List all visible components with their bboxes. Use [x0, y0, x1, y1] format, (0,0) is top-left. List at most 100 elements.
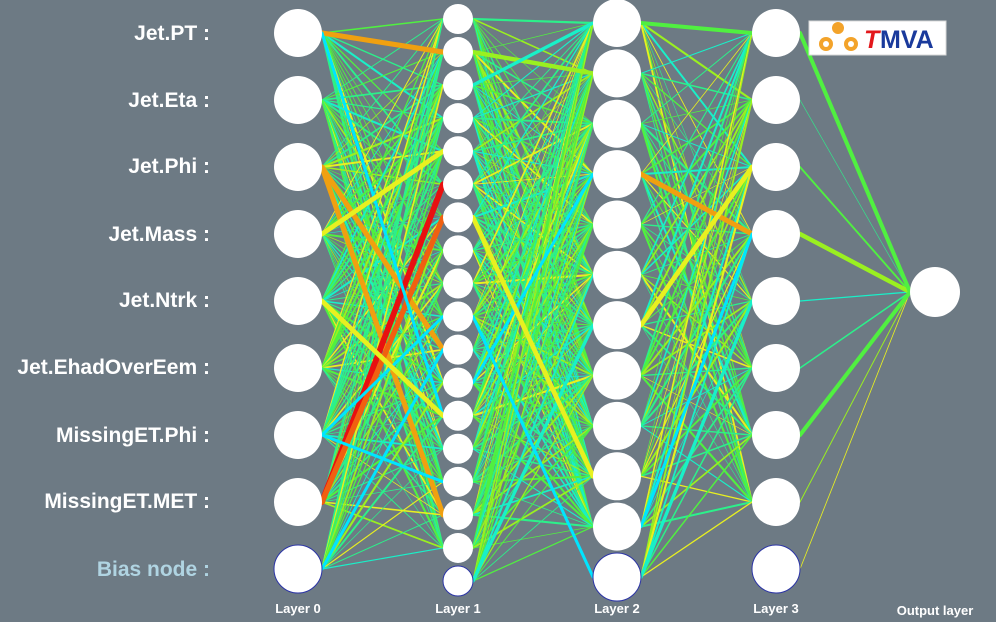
weight-line — [640, 32, 753, 74]
weight-line — [471, 513, 595, 528]
strong-weight-line — [470, 49, 596, 76]
neuron-node — [274, 76, 322, 124]
variable-label-jet-ehadovereem: Jet.EhadOverEem : — [17, 356, 210, 379]
weight-line — [472, 22, 594, 119]
neuron-node — [443, 136, 473, 167]
weight-line — [320, 381, 445, 571]
logo-text-prefix: T — [864, 26, 882, 54]
weight-line — [639, 232, 754, 427]
weight-line — [640, 99, 753, 578]
weight-line — [471, 21, 595, 483]
weight-line — [321, 249, 444, 570]
weight-line — [640, 32, 753, 226]
weight-line — [799, 291, 911, 570]
bias-node-label: Bias node : — [97, 558, 210, 581]
weight-line — [799, 99, 911, 293]
neuron-node — [593, 351, 641, 400]
weight-line — [472, 117, 594, 528]
weight-line — [472, 324, 594, 516]
strong-weight-line — [471, 172, 595, 385]
weight-line — [472, 22, 594, 219]
weight-line — [639, 165, 754, 528]
weight-line — [639, 299, 754, 427]
weight-line — [472, 73, 594, 516]
weight-line — [472, 123, 594, 516]
weight-line — [640, 425, 753, 436]
weight-line — [472, 22, 594, 186]
weight-line — [472, 22, 594, 450]
layer-label-1: Layer 1 — [435, 601, 481, 616]
weight-line — [640, 32, 753, 175]
layer-label-2: Layer 2 — [594, 601, 640, 616]
neuron-node — [443, 532, 473, 563]
weight-line — [472, 249, 594, 528]
weight-line — [321, 414, 444, 570]
neuron-node — [443, 400, 473, 431]
weight-line — [321, 51, 444, 503]
weight-line — [639, 165, 754, 579]
weight-line — [321, 514, 444, 570]
weight-line — [472, 22, 594, 152]
strong-weight-line — [470, 214, 596, 479]
weight-line — [640, 99, 753, 427]
neuron-node — [593, 401, 641, 450]
weight-line — [472, 22, 594, 384]
weight-line — [472, 18, 594, 75]
weight-line — [472, 425, 594, 582]
weight-line — [799, 291, 911, 369]
neuron-node — [593, 49, 641, 98]
neuron-node — [443, 202, 473, 233]
weight-line — [321, 51, 444, 168]
strong-weight-line — [471, 21, 595, 87]
strong-weight-line — [638, 20, 755, 36]
neuron-node — [752, 344, 800, 392]
neuron-node — [443, 169, 473, 200]
strong-weight-line — [471, 315, 595, 579]
weight-line — [639, 165, 754, 377]
weight-line — [640, 425, 753, 503]
weight-line — [640, 99, 753, 125]
strong-weight-line — [320, 348, 445, 571]
variable-label-jet-mass: Jet.Mass : — [108, 223, 210, 246]
weight-line — [640, 99, 753, 527]
weight-line — [472, 22, 594, 516]
strong-weight-line — [797, 289, 913, 438]
neuron-node — [274, 277, 322, 325]
neuron-node — [443, 301, 473, 332]
variable-label-jet-pt: Jet.PT : — [134, 22, 210, 45]
weight-line — [640, 123, 753, 168]
weight-line — [640, 32, 753, 578]
weight-line — [321, 547, 444, 570]
neuron-node — [752, 9, 800, 57]
weight-line — [472, 72, 594, 185]
weight-line — [472, 375, 594, 549]
weight-line — [321, 51, 444, 570]
strong-weight-line — [797, 231, 913, 295]
weight-line — [640, 32, 753, 276]
weight-line — [321, 448, 444, 570]
neuron-node — [752, 411, 800, 459]
weight-line — [640, 233, 753, 477]
bias-neuron-node — [592, 552, 642, 602]
weight-line — [321, 51, 444, 235]
bias-neuron-node — [273, 544, 323, 594]
weight-line — [321, 51, 444, 436]
strong-weight-line — [319, 164, 446, 353]
neuron-node — [443, 499, 473, 530]
weight-line — [640, 367, 753, 578]
weight-line — [321, 481, 444, 570]
input-variable-labels: Jet.PT : Jet.Eta : Jet.Phi : Jet.Mass : … — [17, 22, 210, 581]
weight-line — [472, 475, 594, 582]
weight-line — [472, 72, 594, 582]
weight-line — [640, 22, 753, 168]
weight-line — [472, 72, 594, 450]
neuron-node — [752, 277, 800, 325]
weight-line — [640, 72, 753, 101]
neuron-node — [593, 452, 641, 501]
weight-line — [640, 300, 753, 527]
weight-line — [472, 475, 594, 516]
weight-line — [640, 367, 753, 427]
weight-line — [321, 216, 444, 570]
weight-line — [472, 22, 594, 53]
